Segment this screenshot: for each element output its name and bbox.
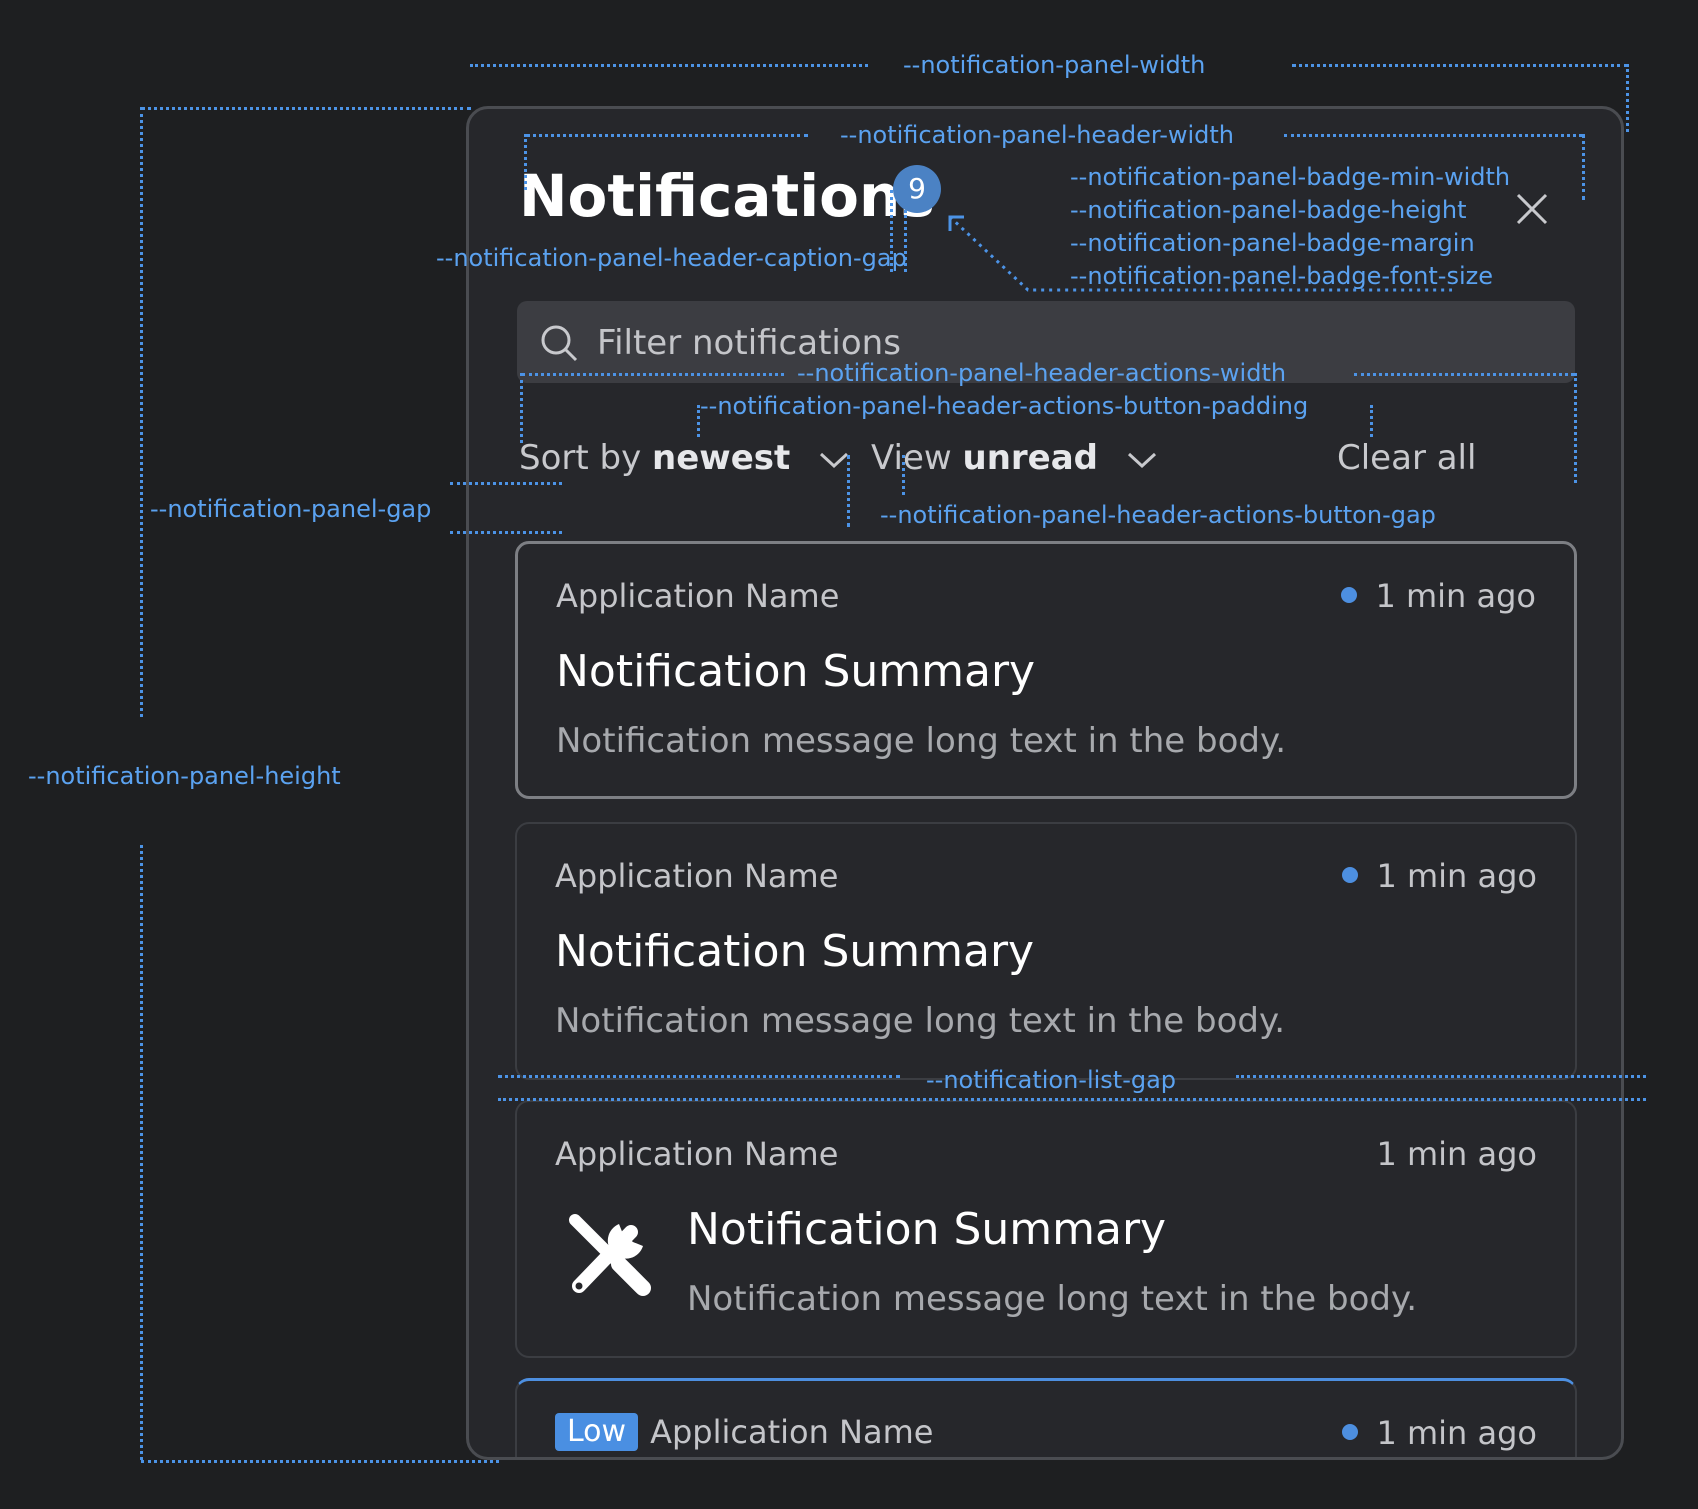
annotation-header-actions-button-gap: --notification-panel-header-actions-butt…	[880, 501, 1436, 529]
dimension-line	[1284, 134, 1582, 137]
unread-dot-icon	[1342, 867, 1359, 883]
filter-input[interactable]	[595, 301, 1499, 385]
timestamp: 1 min ago	[1342, 860, 1537, 892]
dimension-line	[890, 190, 893, 272]
timestamp: 1 min ago	[1342, 1417, 1537, 1449]
dimension-line	[450, 531, 562, 534]
sort-value: newest	[652, 438, 791, 478]
app-name: Application Name	[556, 577, 840, 615]
dimension-line	[697, 405, 700, 437]
badge-pointer-line	[948, 215, 1452, 292]
dimension-line	[1582, 134, 1585, 200]
annotation-badge-min-width: --notification-panel-badge-min-width	[1070, 163, 1511, 191]
annotation-badge-height: --notification-panel-badge-height	[1070, 196, 1467, 224]
annotation-panel-height: --notification-panel-height	[28, 762, 341, 790]
dimension-line	[1292, 64, 1628, 67]
chevron-down-icon	[820, 452, 849, 468]
panel-title: Notifications	[519, 162, 935, 230]
annotation-list-gap: --notification-list-gap	[926, 1066, 1177, 1094]
notification-body: Notification message long text in the bo…	[687, 1279, 1418, 1319]
app-name: Application Name	[555, 857, 839, 895]
dimension-line	[1626, 64, 1629, 132]
annotation-panel-gap: --notification-panel-gap	[150, 495, 432, 523]
notification-card[interactable]: Application Name 1 min ago Notification …	[515, 541, 1577, 799]
notification-body: Notification message long text in the bo…	[555, 1001, 1286, 1041]
dimension-line	[141, 107, 471, 110]
annotation-header-width: --notification-panel-header-width	[840, 121, 1235, 149]
dimension-line	[498, 1098, 1646, 1101]
timestamp: 1 min ago	[1376, 1135, 1537, 1173]
timestamp: 1 min ago	[1341, 580, 1536, 612]
sort-label: Sort by	[519, 438, 642, 478]
filter-search	[517, 301, 1575, 385]
sort-button[interactable]: Sort by newest	[519, 441, 849, 475]
annotation-panel-width: --notification-panel-width	[903, 51, 1206, 79]
dimension-line	[1236, 1075, 1646, 1078]
notification-body: Notification message long text in the bo…	[556, 721, 1287, 761]
clear-all-button[interactable]: Clear all	[1337, 438, 1477, 478]
dimension-line	[902, 455, 905, 495]
notification-summary: Notification Summary	[555, 926, 1035, 977]
view-label: View	[871, 438, 952, 478]
notification-card[interactable]: Application Name 1 min ago Notification …	[515, 822, 1577, 1080]
search-icon	[541, 325, 578, 362]
dimension-line	[526, 134, 808, 137]
dimension-line	[522, 373, 784, 376]
dimension-line	[140, 845, 143, 1460]
chevron-down-icon	[1127, 452, 1156, 468]
unread-dot-icon	[1341, 587, 1358, 603]
unread-dot-icon	[1342, 1424, 1359, 1440]
dimension-line	[1354, 373, 1574, 376]
dimension-line	[520, 373, 523, 443]
annotation-header-actions-button-padding: --notification-panel-header-actions-butt…	[700, 392, 1309, 420]
dimension-line	[904, 210, 907, 272]
annotation-header-caption-gap: --notification-panel-header-caption-gap	[436, 244, 907, 272]
notification-summary: Notification Summary	[687, 1204, 1167, 1255]
dimension-line	[450, 482, 562, 485]
annotation-header-actions-width: --notification-panel-header-actions-widt…	[797, 359, 1287, 387]
priority-tag: Low	[555, 1413, 639, 1451]
dimension-line	[1370, 405, 1373, 437]
dimension-line	[498, 1075, 900, 1078]
close-icon[interactable]	[1512, 189, 1552, 229]
dimension-line	[470, 64, 868, 67]
dimension-line	[524, 134, 527, 190]
app-name: Application Name	[555, 1135, 839, 1173]
notification-count-badge: 9	[893, 165, 941, 213]
annotation-badge-font-size: --notification-panel-badge-font-size	[1070, 262, 1493, 290]
notification-summary: Notification Summary	[556, 646, 1036, 697]
tools-icon	[569, 1214, 651, 1296]
notification-card[interactable]: Application Name 1 min ago Notification …	[515, 1100, 1577, 1358]
annotation-badge-margin: --notification-panel-badge-margin	[1070, 229, 1475, 257]
view-button[interactable]: View unread	[871, 441, 1157, 475]
dimension-line	[141, 1460, 499, 1463]
dimension-line	[847, 455, 850, 527]
dimension-line	[140, 107, 143, 717]
view-value: unread	[962, 438, 1099, 478]
dimension-line	[1574, 373, 1577, 483]
notification-panel: Notifications 9 Sort by newest View unre…	[466, 106, 1624, 1460]
